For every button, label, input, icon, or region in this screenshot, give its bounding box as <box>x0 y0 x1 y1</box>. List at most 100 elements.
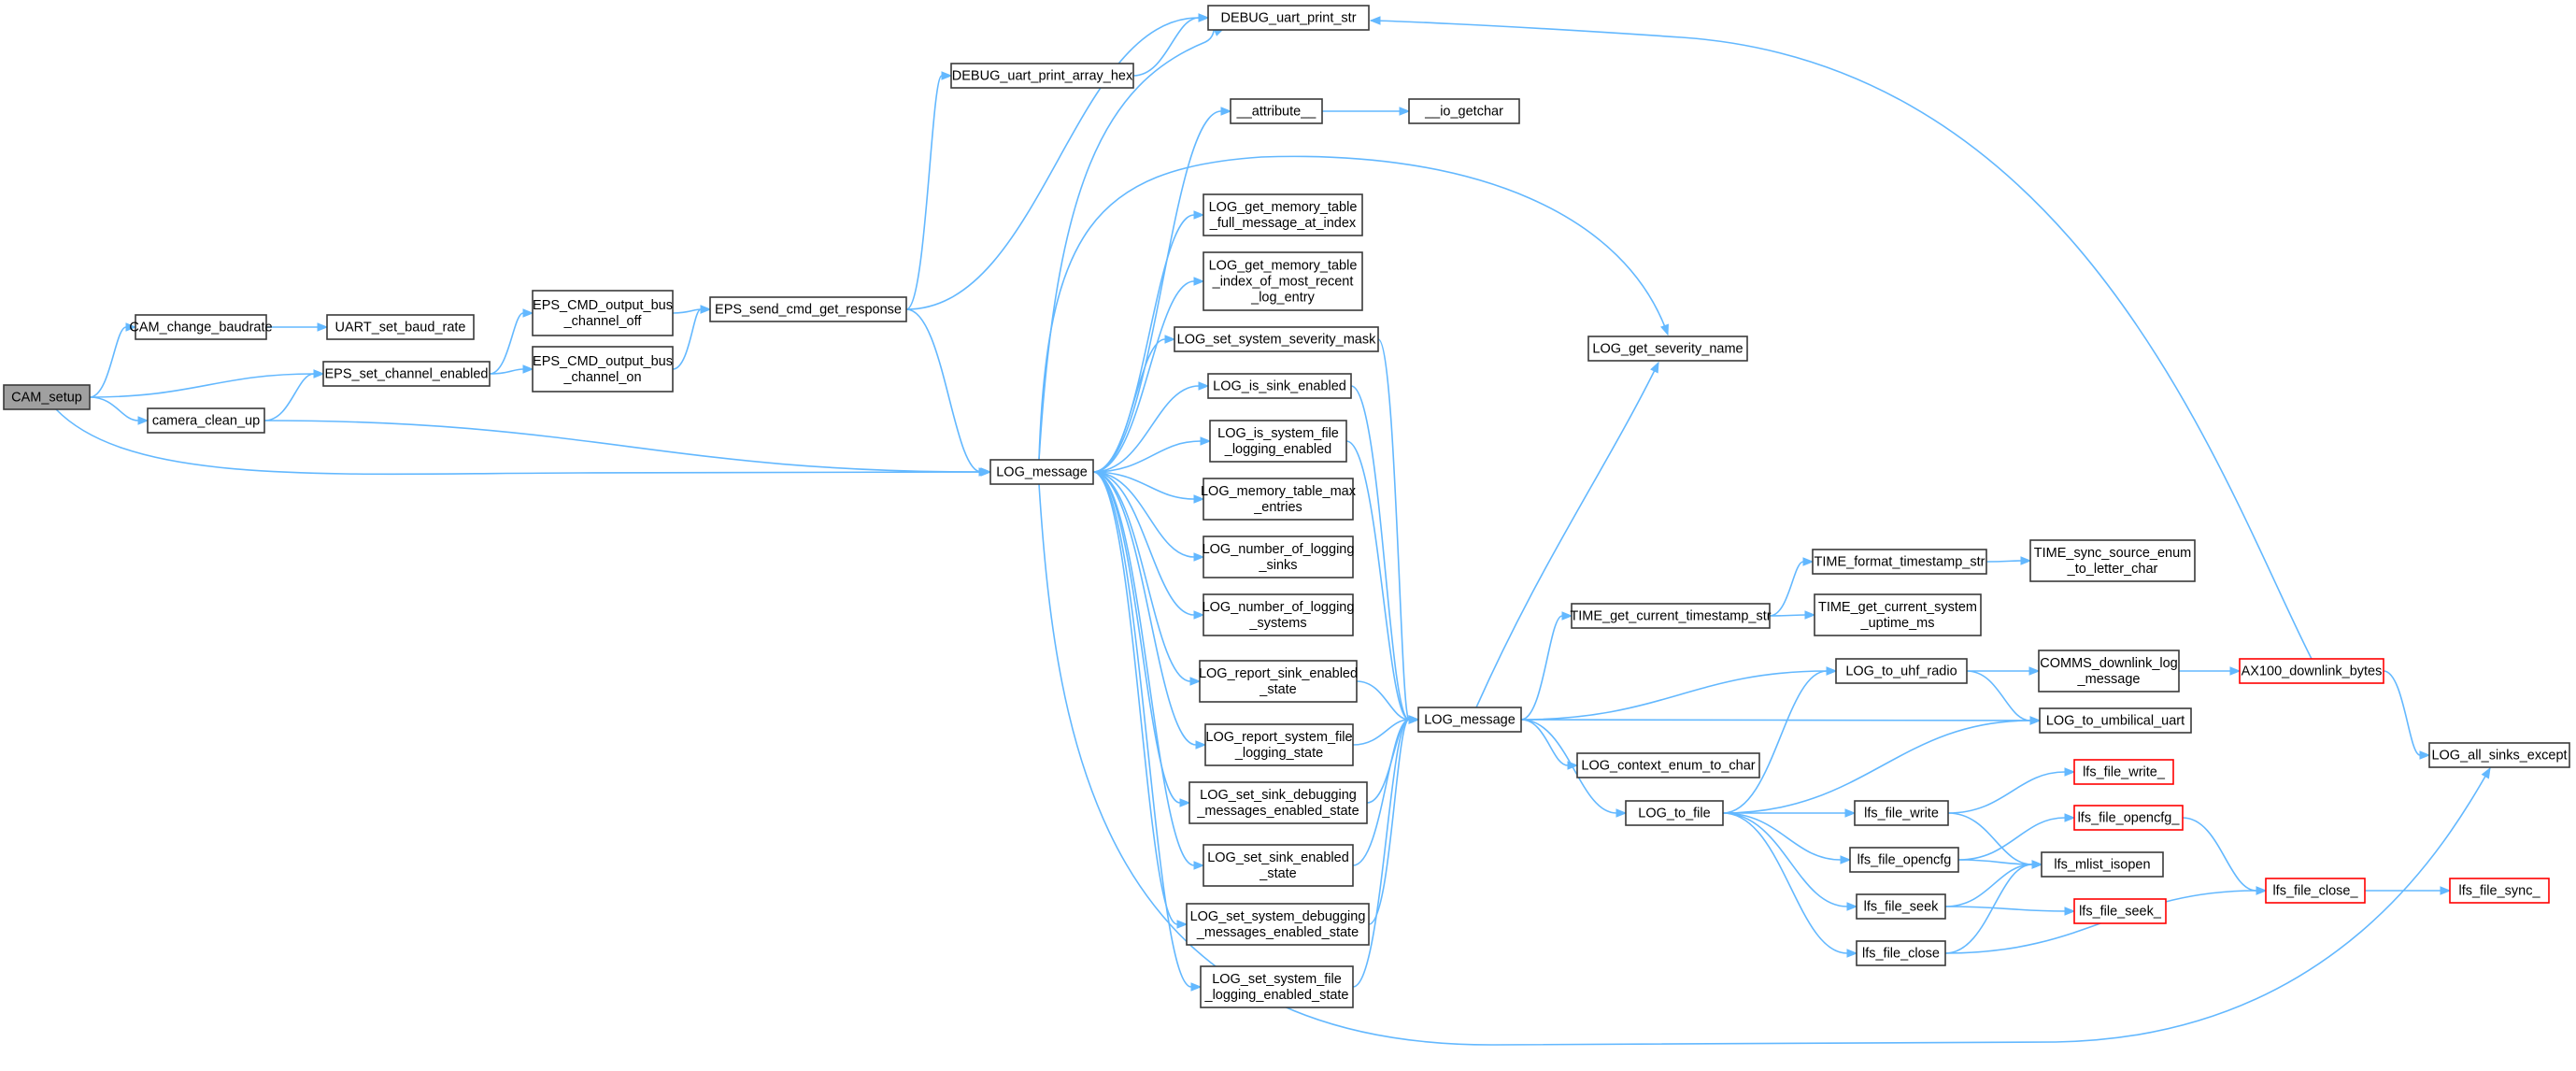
node-lfs-file-close-[interactable]: lfs_file_close_ <box>2265 878 2366 904</box>
node-camera-clean-up[interactable]: camera_clean_up <box>147 407 265 434</box>
edge-lfs_file_opencfg_-to-lfs_file_close_ <box>2182 817 2268 895</box>
node-log-index-recent[interactable]: LOG_get_memory_table_index_of_most_recen… <box>1203 251 1363 311</box>
node-time-get-ts[interactable]: TIME_get_current_timestamp_str <box>1570 603 1772 629</box>
node-lfs-file-close[interactable]: lfs_file_close <box>1856 940 1946 966</box>
node-label-line: DEBUG_uart_print_array_hex <box>952 69 1133 84</box>
node-label-line: LOG_get_severity_name <box>1592 342 1743 357</box>
node-log-set-sink-dbg[interactable]: LOG_set_sink_debugging_messages_enabled_… <box>1188 781 1368 824</box>
node-lfs-file-seek[interactable]: lfs_file_seek <box>1856 893 1946 920</box>
node-log-mem-max[interactable]: LOG_memory_table_max_entries <box>1201 478 1357 521</box>
edge-log_set_sys_file-to-log_message_b <box>1352 715 1420 988</box>
edge-line <box>1038 483 2491 1046</box>
node-label-line: EPS_CMD_output_bus <box>533 354 673 369</box>
edge-log_message_a-to-log_all_sinks <box>1038 483 2491 1046</box>
node-attribute[interactable]: __attribute__ <box>1230 98 1323 124</box>
node-log-all-sinks[interactable]: LOG_all_sinks_except <box>2428 742 2570 768</box>
node-lfs-file-seek-[interactable]: lfs_file_seek_ <box>2073 898 2167 924</box>
edge-log_message_a-to-log_is_sys_file <box>1092 436 1212 473</box>
node-label-line: UART_set_baud_rate <box>335 321 466 336</box>
node-log-num-systems[interactable]: LOG_number_of_logging_systems <box>1203 593 1355 636</box>
edge-line <box>1092 471 1181 804</box>
node-lfs-file-sync-[interactable]: lfs_file_sync_ <box>2449 878 2550 904</box>
node-log-full-msg[interactable]: LOG_get_memory_table_full_message_at_ind… <box>1203 193 1363 236</box>
node-eps-send-cmd[interactable]: EPS_send_cmd_get_response <box>709 296 907 322</box>
node-eps-cmd-on[interactable]: EPS_CMD_output_bus_channel_on <box>532 346 674 393</box>
edge-line <box>1520 719 2031 721</box>
node-time-format-ts[interactable]: TIME_format_timestamp_str <box>1812 549 1987 575</box>
node-box <box>1854 800 1949 826</box>
node-log-report-sys-file[interactable]: LOG_report_system_file_logging_state <box>1204 723 1354 766</box>
node-lfs-file-opencfg-[interactable]: lfs_file_opencfg_ <box>2073 805 2184 831</box>
node-lfs-file-opencfg[interactable]: lfs_file_opencfg <box>1849 847 1959 873</box>
edge-eps_send_cmd-to-debug_str <box>905 13 1210 310</box>
node-label-line: LOG_report_sink_enabled <box>1199 666 1358 681</box>
node-log-num-sinks[interactable]: LOG_number_of_logging_sinks <box>1203 536 1355 578</box>
edge-line <box>1092 280 1195 473</box>
node-label-line: LOG_to_uhf_radio <box>1845 664 1957 679</box>
node-log-is-sink-enabled[interactable]: LOG_is_sink_enabled <box>1207 373 1352 399</box>
edge-line <box>1345 440 1410 721</box>
arrowhead <box>2029 716 2042 725</box>
node-cam-change-baudrate[interactable]: CAM_change_baudrate <box>129 314 273 340</box>
node-log-set-sev-mask[interactable]: LOG_set_system_severity_mask <box>1174 326 1379 352</box>
node-lfs-file-write-[interactable]: lfs_file_write_ <box>2073 759 2174 785</box>
node-comms-downlink[interactable]: COMMS_downlink_log_message <box>2038 650 2180 693</box>
node-box <box>322 361 491 387</box>
node-label-line: lfs_file_write <box>1864 807 1939 821</box>
node-uart-set-baud-rate[interactable]: UART_set_baud_rate <box>326 314 475 340</box>
arrowhead <box>1561 611 1573 621</box>
node-box <box>135 314 267 340</box>
edge-line <box>1722 812 1848 907</box>
node-log-set-sys-file[interactable]: LOG_set_system_file_logging_enabled_stat… <box>1200 965 1354 1008</box>
node-label-line: AX100_downlink_bytes <box>2242 664 2383 679</box>
node-lfs-file-write[interactable]: lfs_file_write <box>1854 800 1949 826</box>
node-log-ctx-enum[interactable]: LOG_context_enum_to_char <box>1576 752 1760 778</box>
arrowhead <box>1198 381 1210 391</box>
edge-attribute-to-io_getchar <box>1322 107 1411 116</box>
edge-line <box>672 308 702 370</box>
node-time-sync-src[interactable]: TIME_sync_source_enum_to_letter_char <box>2029 539 2196 582</box>
arrowhead <box>2256 886 2268 895</box>
node-log-set-sys-dbg[interactable]: LOG_set_system_debugging_messages_enable… <box>1186 903 1370 946</box>
node-log-set-sink-enabled[interactable]: LOG_set_sink_enabled_state <box>1203 844 1354 887</box>
node-debug-str[interactable]: DEBUG_uart_print_str <box>1207 5 1370 31</box>
node-label-line: LOG_number_of_logging <box>1203 600 1355 615</box>
node-log-is-sys-file[interactable]: LOG_is_system_file_logging_enabled <box>1209 420 1347 463</box>
node-log-message-a[interactable]: LOG_message <box>989 459 1094 485</box>
arrowhead <box>1660 323 1669 336</box>
node-box <box>1571 603 1771 629</box>
node-cam-setup[interactable]: CAM_setup <box>3 384 91 410</box>
node-label-line: LOG_set_system_severity_mask <box>1177 333 1376 348</box>
edge-log_message_a-to-log_num_sinks <box>1092 471 1205 562</box>
edge-line <box>1370 20 2313 660</box>
edge-line <box>905 17 1200 310</box>
edge-log_message_a-to-debug_str <box>1038 25 1223 461</box>
node-label-line: lfs_file_opencfg <box>1857 853 1952 868</box>
node-lfs-mlist-isopen[interactable]: lfs_mlist_isopen <box>2041 851 2164 878</box>
edge-log_message_b-to-log_get_sev_name <box>1475 361 1659 708</box>
edge-line <box>1957 859 2033 865</box>
node-log-get-sev-name[interactable]: LOG_get_severity_name <box>1587 336 1748 362</box>
node-box <box>1203 251 1363 311</box>
node-label-line: TIME_sync_source_enum <box>2034 546 2191 561</box>
node-eps-set-channel-enabled[interactable]: EPS_set_channel_enabled <box>322 361 491 387</box>
edge-line <box>89 396 139 421</box>
node-log-report-sink[interactable]: LOG_report_sink_enabled_state <box>1199 660 1358 703</box>
node-debug-hex[interactable]: DEBUG_uart_print_array_hex <box>950 63 1134 89</box>
node-log-message-b[interactable]: LOG_message <box>1417 707 1522 733</box>
node-box <box>1203 844 1354 887</box>
edge-line <box>2182 817 2257 892</box>
edge-lfs_file_close-to-lfs_mlist_isopen <box>1944 860 2043 954</box>
node-time-uptime[interactable]: TIME_get_current_system_uptime_ms <box>1814 593 1982 636</box>
node-log-to-uhf[interactable]: LOG_to_uhf_radio <box>1835 658 1968 684</box>
edge-line <box>1722 720 2031 814</box>
arrowhead <box>1802 557 1815 566</box>
node-log-to-file[interactable]: LOG_to_file <box>1625 800 1724 826</box>
node-label-line: CAM_change_baudrate <box>129 321 272 336</box>
node-log-to-umbilical[interactable]: LOG_to_umbilical_uart <box>2039 707 2192 734</box>
node-ax100[interactable]: AX100_downlink_bytes <box>2239 658 2384 684</box>
node-io-getchar[interactable]: __io_getchar <box>1408 98 1520 124</box>
edge-cam_setup-to-eps_set_channel_enabled <box>89 369 325 398</box>
node-eps-cmd-off[interactable]: EPS_CMD_output_bus_channel_off <box>532 290 674 336</box>
edge-line <box>1352 719 1410 866</box>
